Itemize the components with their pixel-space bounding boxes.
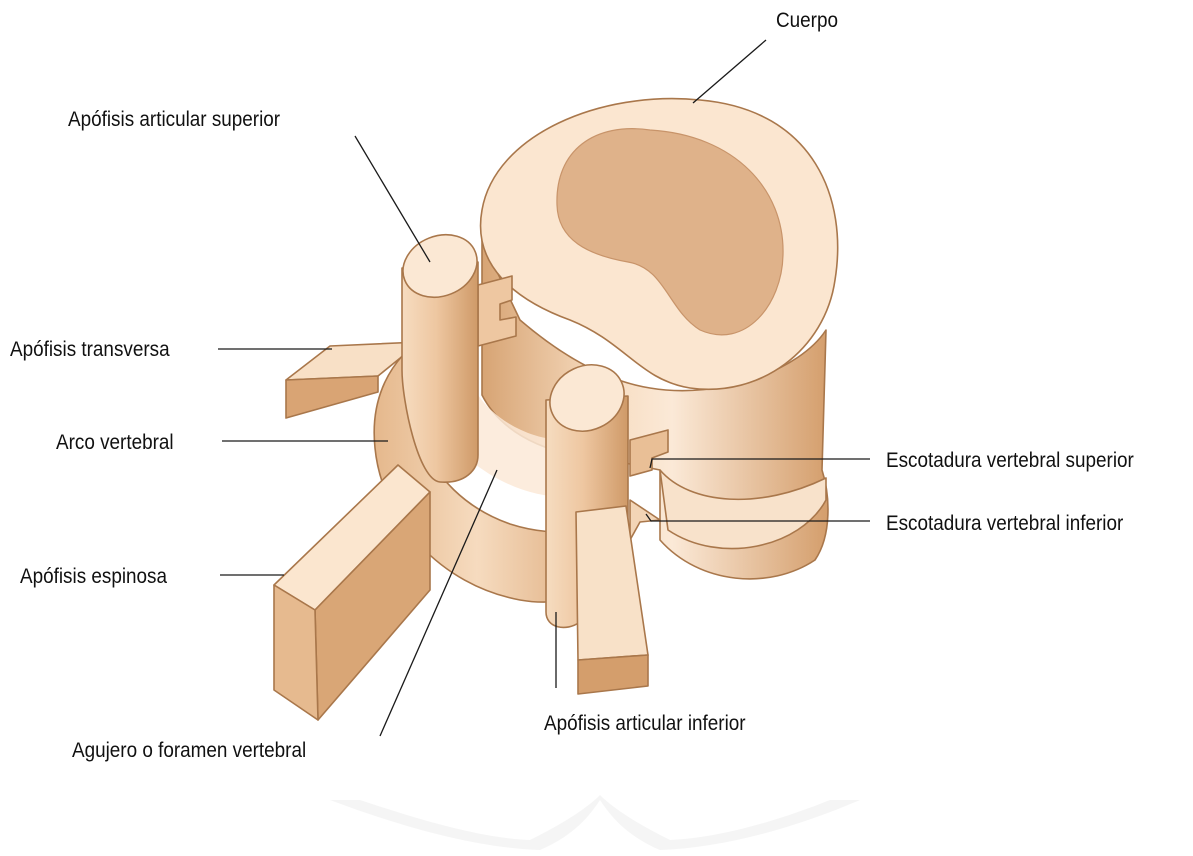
spinous-process bbox=[274, 465, 430, 720]
leader-line-cuerpo bbox=[693, 40, 766, 103]
label-arco-vertebral: Arco vertebral bbox=[56, 431, 174, 454]
label-agujero-foramen-vertebral: Agujero o foramen vertebral bbox=[72, 739, 306, 762]
label-apofisis-articular-inferior: Apófisis articular inferior bbox=[544, 712, 746, 735]
leader-line-articular-superior bbox=[355, 136, 430, 262]
label-cuerpo: Cuerpo bbox=[776, 9, 838, 32]
watermark-shape bbox=[330, 795, 860, 850]
label-escotadura-vertebral-superior: Escotadura vertebral superior bbox=[886, 449, 1134, 472]
vertebral-body bbox=[481, 99, 838, 579]
label-apofisis-articular-superior: Apófisis articular superior bbox=[68, 108, 280, 131]
inferior-facet-plate bbox=[576, 506, 648, 694]
label-apofisis-transversa: Apófisis transversa bbox=[10, 338, 170, 361]
label-escotadura-vertebral-inferior: Escotadura vertebral inferior bbox=[886, 512, 1124, 535]
label-apofisis-espinosa: Apófisis espinosa bbox=[20, 565, 168, 588]
